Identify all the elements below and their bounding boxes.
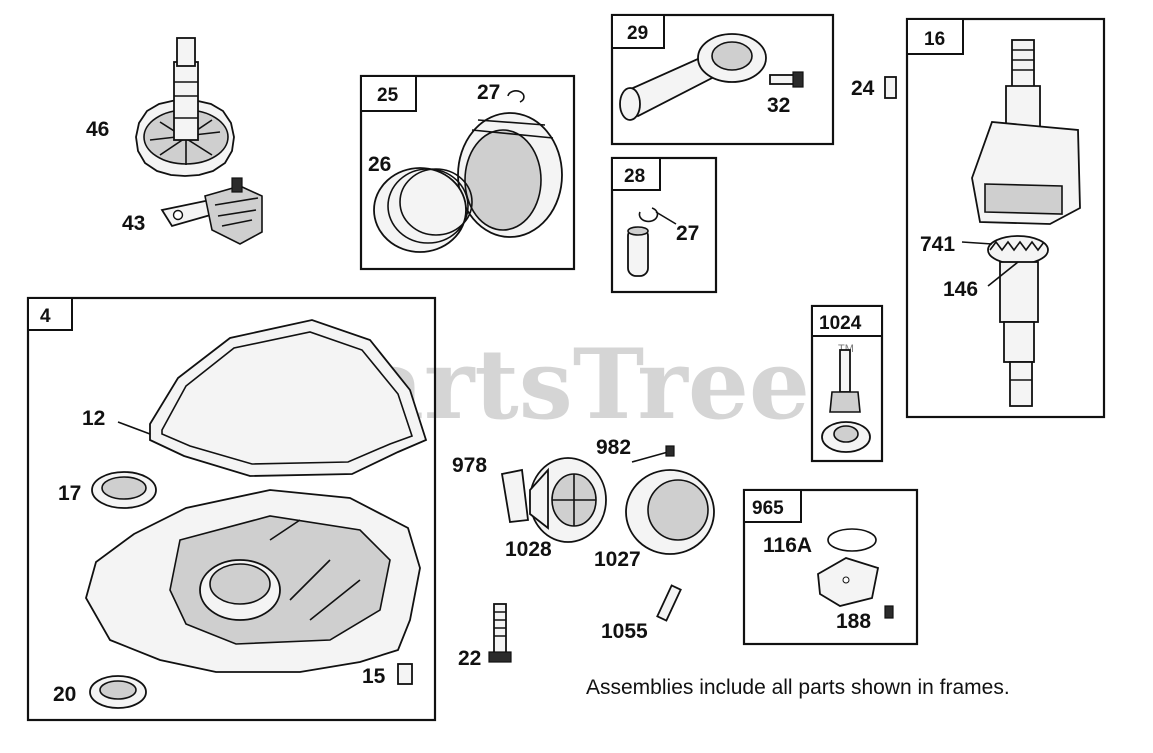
frame-label-965: 965 <box>752 498 784 519</box>
part-label-12: 12 <box>82 407 105 430</box>
frame-label-29: 29 <box>627 23 648 44</box>
part-label-43: 43 <box>122 212 145 235</box>
part-label-116a: 116A <box>763 534 812 557</box>
part-label-978: 978 <box>452 454 487 477</box>
frame-label-16: 16 <box>924 29 945 50</box>
part-label-1028: 1028 <box>505 538 552 561</box>
part-label-15: 15 <box>362 665 386 688</box>
oil-filter-drawing <box>625 469 715 555</box>
bolt-982-drawing <box>631 445 675 463</box>
frame-29 <box>610 13 835 146</box>
frame-label-1024: 1024 <box>819 313 862 334</box>
part-label-26: 26 <box>368 153 391 176</box>
part-label-20: 20 <box>53 683 76 706</box>
frame-965 <box>742 488 919 646</box>
sump-drawing <box>85 489 421 673</box>
part-label-17: 17 <box>58 482 81 505</box>
frame-label-28: 28 <box>624 166 645 187</box>
part-label-46: 46 <box>86 118 109 141</box>
governor-drawing <box>160 177 263 245</box>
part-label-27-top: 27 <box>477 81 500 104</box>
part-label-32: 32 <box>767 94 790 117</box>
part-label-1055: 1055 <box>601 620 648 643</box>
plug-15-drawing <box>397 663 413 685</box>
part-label-188: 188 <box>836 610 871 633</box>
part-label-22: 22 <box>458 647 481 670</box>
bolt-22-drawing <box>488 603 512 663</box>
part-label-741: 741 <box>920 233 955 256</box>
oil-filter-adapter-drawing <box>500 457 607 543</box>
connecting-rod-drawing <box>619 33 804 121</box>
part-label-146: 146 <box>943 278 978 301</box>
oil-slinger-drawing <box>821 349 871 453</box>
frame-16 <box>905 17 1106 419</box>
part-label-1027: 1027 <box>594 548 641 571</box>
gasket-drawing <box>149 319 428 477</box>
part-label-982: 982 <box>596 436 631 459</box>
frame-25 <box>359 74 576 271</box>
frame-label-25: 25 <box>377 85 399 106</box>
camshaft-gear-drawing <box>135 37 235 177</box>
seal-17-drawing <box>91 471 157 509</box>
dowel-1055-drawing <box>656 584 682 622</box>
crankshaft-drawing <box>971 39 1081 407</box>
piston-drawing <box>373 90 563 253</box>
part-label-24: 24 <box>851 77 875 100</box>
cover-plate-drawing <box>817 528 894 619</box>
seal-20-drawing <box>89 675 147 709</box>
key-drawing <box>884 76 897 99</box>
frame-label-4: 4 <box>40 306 51 327</box>
part-label-27-pin: 27 <box>676 222 699 245</box>
assemblies-note: Assemblies include all parts shown in fr… <box>586 676 1010 699</box>
wrist-pin-drawing <box>627 207 677 277</box>
frame-4 <box>26 296 437 722</box>
frame-28 <box>610 156 718 294</box>
